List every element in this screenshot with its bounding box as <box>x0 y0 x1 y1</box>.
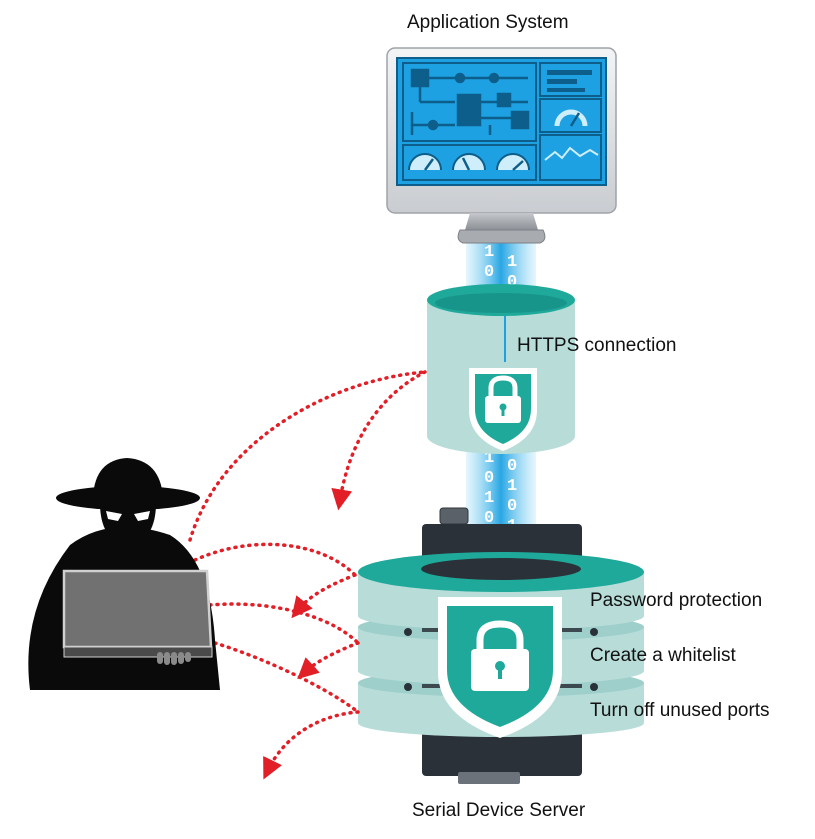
attack-arrow-1 <box>188 370 427 542</box>
led-left-2 <box>404 683 412 691</box>
led-right-2 <box>590 683 598 691</box>
bars-panel <box>539 62 602 97</box>
gauge-icon <box>554 109 588 127</box>
bit-lr-1: 1 <box>507 477 517 496</box>
bit-ll-1: 0 <box>484 469 494 488</box>
device-server-icon <box>358 507 644 784</box>
attack-arrow-4 <box>291 573 357 619</box>
led-right-1 <box>590 628 598 636</box>
bit-lr-2: 0 <box>507 497 517 516</box>
laptop-lid <box>62 569 213 649</box>
hacker-hat-brim <box>56 486 200 510</box>
turn-off-ports-label: Turn off unused ports <box>590 700 770 721</box>
https-connection-label: HTTPS connection <box>517 335 677 356</box>
bit-ll-2: 1 <box>484 489 494 508</box>
attack-arrow-8 <box>263 710 360 780</box>
bit-ll-0: 1 <box>484 449 494 468</box>
monitor-neck <box>465 213 538 230</box>
bit-ll-3: 0 <box>484 509 494 528</box>
bit-ur-0: 1 <box>507 253 517 272</box>
attack-arrow-7 <box>213 641 360 714</box>
attack-arrow-3 <box>193 542 357 577</box>
create-whitelist-label: Create a whitelist <box>590 645 736 666</box>
monitor-base <box>457 229 546 244</box>
hacker-hat-crown <box>93 458 163 497</box>
screen-panels <box>402 62 602 181</box>
trend-line-icon <box>544 146 599 161</box>
schematic-icon <box>410 68 530 135</box>
schematic-panel <box>402 62 537 142</box>
hacker-eye-left <box>106 511 122 521</box>
device-bottom-connector <box>458 772 520 784</box>
dials-icon <box>408 153 530 171</box>
server-shield-lock-icon <box>438 597 562 738</box>
https-cylinder-inner <box>435 293 567 313</box>
attack-arrow-2 <box>331 370 427 511</box>
attack-arrow-6 <box>297 641 360 680</box>
data-stream <box>466 238 536 535</box>
bars-icon <box>547 70 592 92</box>
monitor-icon <box>386 47 617 244</box>
ring-inner-hole <box>421 558 581 580</box>
hacker-face <box>100 498 156 548</box>
dials-panel <box>402 144 537 181</box>
bit-ul-1: 0 <box>484 263 494 282</box>
https-cylinder <box>427 284 575 454</box>
data-beam-lower <box>466 445 536 535</box>
laptop-icon <box>62 569 213 665</box>
application-system-label: Application System <box>407 12 569 33</box>
serial-device-server-label: Serial Device Server <box>412 800 586 821</box>
password-protection-label: Password protection <box>590 590 763 611</box>
bit-ul-0: 1 <box>484 243 494 262</box>
laptop-base <box>63 646 213 658</box>
led-left-1 <box>404 628 412 636</box>
bit-lr-0: 0 <box>507 457 517 476</box>
attack-arrow-5 <box>208 602 360 645</box>
hacker-hand-icon <box>157 652 191 665</box>
bit-ur-1: 0 <box>507 273 517 292</box>
shield-lock-icon <box>469 368 537 451</box>
attack-arrows <box>188 370 427 780</box>
gauge-panel <box>539 98 602 133</box>
device-top-connector <box>439 507 469 525</box>
trend-panel <box>539 134 602 181</box>
hacker-eye-right <box>134 511 150 521</box>
